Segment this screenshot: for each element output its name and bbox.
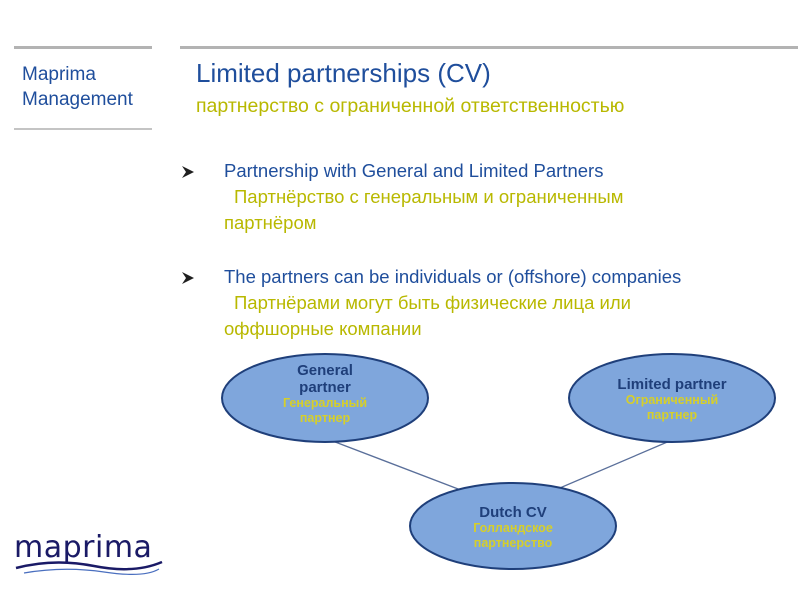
node-cv-ru-line2: партнерство xyxy=(473,536,553,550)
node-general-partner-shape xyxy=(221,353,429,443)
node-limited-ru-line1: Ограниченный xyxy=(625,393,719,407)
node-limited-en-line1: Limited partner xyxy=(617,376,727,393)
arrow-bullet-icon xyxy=(182,166,194,178)
arrow-bullet-icon xyxy=(182,272,194,284)
node-dutch-cv-shape xyxy=(409,482,617,570)
node-limited-partner-shape xyxy=(568,353,776,443)
bullet-list: Partnership with General and Limited Par… xyxy=(180,158,790,370)
bullet-1-english: Partnership with General and Limited Par… xyxy=(224,160,604,181)
top-divider-right xyxy=(180,46,798,49)
brand-line-1: Maprima xyxy=(22,64,96,85)
page-title: Limited partnerships (CV) xyxy=(196,58,491,88)
bullet-2-russian-line2: оффшорные компании xyxy=(224,318,422,339)
node-general-partner-label: General partner Генеральный партнер xyxy=(255,362,395,426)
top-divider-left xyxy=(14,46,152,49)
node-cv-ru-line1: Голландское xyxy=(473,521,553,535)
maprima-logo: maprima xyxy=(14,530,153,565)
node-general-ru-line1: Генеральный xyxy=(282,396,368,410)
node-general-en-line2: partner xyxy=(299,379,351,396)
node-dutch-cv-label: Dutch CV Голландское партнерство xyxy=(438,504,588,551)
bullet-2-russian-line1: Партнёрами могут быть физические лица ил… xyxy=(234,292,632,313)
bullet-item-1: Partnership with General and Limited Par… xyxy=(180,158,790,236)
node-limited-ru-line2: партнер xyxy=(646,408,698,422)
node-general-en-line1: General xyxy=(297,362,353,379)
brand-line-2: Management xyxy=(22,89,133,110)
brand-divider-bottom xyxy=(14,128,152,130)
brand-name: Maprima Management xyxy=(22,62,133,112)
bullet-1-russian-line2: партнёром xyxy=(224,212,317,233)
bullet-1-russian-line1: Партнёрство с генеральным и ограниченным xyxy=(234,186,624,207)
bullet-item-2: The partners can be individuals or (offs… xyxy=(180,264,790,342)
node-general-ru-line2: партнер xyxy=(299,411,351,425)
bullet-2-english: The partners can be individuals or (offs… xyxy=(224,266,682,287)
node-limited-partner-label: Limited partner Ограниченный партнер xyxy=(597,376,747,423)
node-cv-en-line1: Dutch CV xyxy=(479,504,547,521)
page-subtitle: партнерство с ограниченной ответственнос… xyxy=(196,95,625,117)
